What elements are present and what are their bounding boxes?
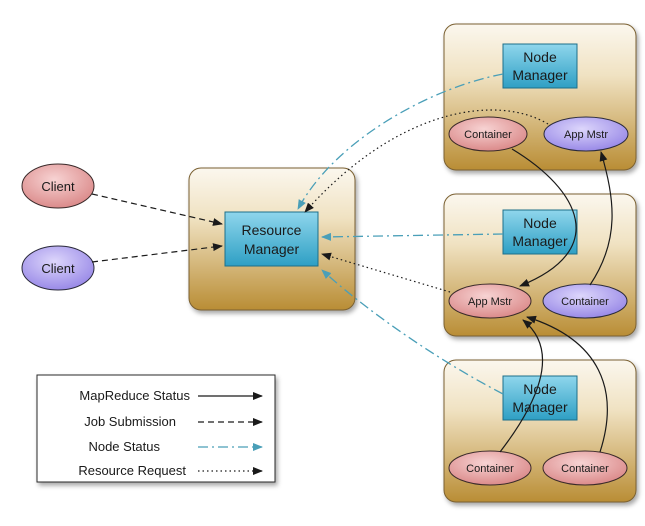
- legend: MapReduce Status Job Submission Node Sta…: [36, 374, 276, 483]
- node-manager-3: Node Manager: [502, 375, 578, 421]
- node-2-container-label: Container: [561, 296, 609, 308]
- node-manager-1: Node Manager: [502, 43, 578, 89]
- mapreduce-status-arrow-1: [511, 148, 577, 287]
- node-1-container: Container: [448, 116, 528, 152]
- client-2: Client: [21, 245, 95, 291]
- resource-request-arrow-1: [304, 109, 549, 213]
- legend-label-mapreduce-status: MapReduce Status: [79, 388, 190, 403]
- legend-label-node-status: Node Status: [88, 439, 160, 454]
- node-3-container-right-label: Container: [561, 463, 609, 475]
- mapreduce-status-arrow-4: [526, 315, 608, 453]
- node-manager-2-label-1: Node: [523, 215, 557, 231]
- node-3-container-left-label: Container: [466, 463, 514, 475]
- legend-label-job-submission: Job Submission: [84, 414, 176, 429]
- node-1-app-master-label: App Mstr: [564, 129, 608, 141]
- node-status-arrow-3: [321, 269, 504, 395]
- node-manager-3-label-1: Node: [523, 381, 557, 397]
- node-2-app-master-label: App Mstr: [468, 296, 512, 308]
- node-2-app-master: App Mstr: [448, 283, 532, 319]
- node-manager-1-label-2: Manager: [512, 67, 568, 83]
- node-2-container: Container: [542, 283, 628, 319]
- mapreduce-status-arrow-3: [499, 319, 544, 453]
- legend-label-resource-request: Resource Request: [78, 463, 186, 478]
- node-manager-2-label-2: Manager: [512, 233, 568, 249]
- resource-manager-label-1: Resource: [242, 222, 302, 238]
- node-status-arrow-1: [297, 73, 504, 210]
- node-1-container-label: Container: [464, 129, 512, 141]
- node-manager-2: Node Manager: [502, 209, 578, 255]
- node-3-container-left: Container: [448, 450, 532, 486]
- node-3-container-right: Container: [542, 450, 628, 486]
- client-2-label: Client: [41, 261, 75, 276]
- resource-manager-label-2: Manager: [244, 241, 300, 257]
- mapreduce-status-arrow-2: [589, 151, 613, 286]
- node-1-app-master: App Mstr: [543, 116, 629, 152]
- node-manager-3-label-2: Manager: [512, 399, 568, 415]
- client-1-label: Client: [41, 179, 75, 194]
- resource-manager: Resource Manager: [224, 211, 319, 267]
- job-submission-arrow-2: [91, 243, 223, 263]
- job-submission-arrow-1: [91, 193, 223, 226]
- node-manager-1-label-1: Node: [523, 49, 557, 65]
- client-1: Client: [21, 163, 95, 209]
